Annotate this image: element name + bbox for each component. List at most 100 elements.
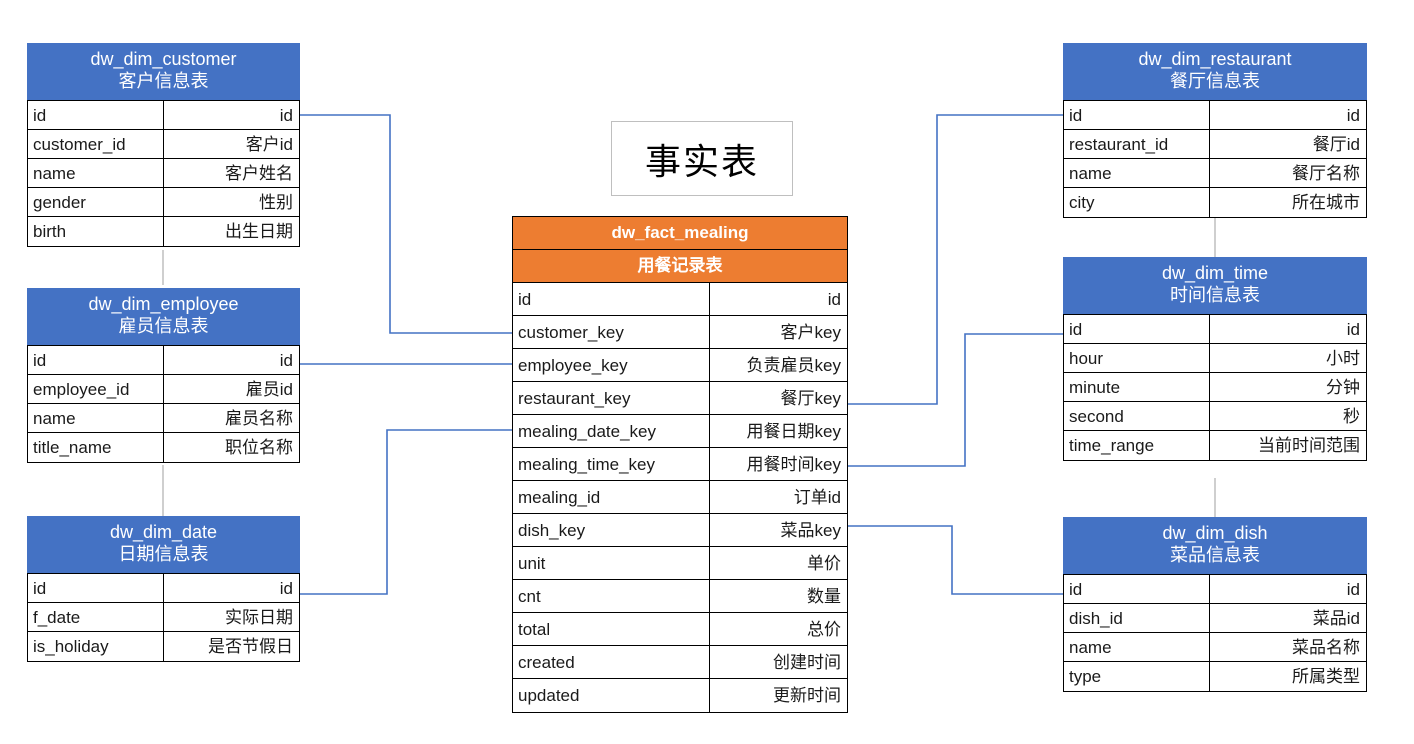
- field-desc: 创建时间: [773, 653, 841, 672]
- table-row[interactable]: mealing_date_key 用餐日期key: [513, 415, 847, 448]
- table-header-dw-dim-employee: dw_dim_employee 雇员信息表: [27, 288, 300, 345]
- table-row[interactable]: f_date 实际日期: [28, 603, 299, 632]
- field-desc: 分钟: [1326, 378, 1360, 397]
- field-desc: 小时: [1326, 349, 1360, 368]
- table-name: dw_dim_restaurant: [1138, 49, 1292, 70]
- table-row[interactable]: name 餐厅名称: [1064, 159, 1366, 188]
- field-desc: 雇员id: [245, 380, 293, 399]
- field-name: cnt: [513, 580, 710, 612]
- table-row[interactable]: hour 小时: [1064, 344, 1366, 373]
- table-body: id id restaurant_id 餐厅id name 餐厅名称 city …: [1063, 100, 1367, 218]
- table-row[interactable]: minute 分钟: [1064, 373, 1366, 402]
- table-row[interactable]: restaurant_id 餐厅id: [1064, 130, 1366, 159]
- table-name: dw_dim_customer: [90, 49, 237, 70]
- field-name: restaurant_key: [513, 382, 710, 414]
- field-desc: 出生日期: [225, 222, 293, 241]
- field-name: f_date: [28, 603, 164, 631]
- field-name: title_name: [28, 433, 164, 462]
- table-row[interactable]: is_holiday 是否节假日: [28, 632, 299, 661]
- table-row[interactable]: title_name 职位名称: [28, 433, 299, 462]
- field-desc: 是否节假日: [208, 637, 293, 656]
- table-cn-name: 客户信息表: [118, 71, 209, 91]
- field-name: dish_key: [513, 514, 710, 546]
- field-desc: 当前时间范围: [1258, 436, 1360, 455]
- field-desc: id: [279, 106, 293, 125]
- field-name: type: [1064, 662, 1210, 691]
- link-time-to-fact: [848, 333, 1063, 467]
- table-dw-dim-employee[interactable]: dw_dim_employee 雇员信息表 id id employee_id …: [27, 288, 300, 463]
- table-row[interactable]: mealing_time_key 用餐时间key: [513, 448, 847, 481]
- table-body: id id dish_id 菜品id name 菜品名称 type 所属类型: [1063, 574, 1367, 692]
- table-row[interactable]: total 总价: [513, 613, 847, 646]
- table-row[interactable]: name 雇员名称: [28, 404, 299, 433]
- field-desc: id: [1346, 320, 1360, 339]
- table-row[interactable]: id id: [28, 574, 299, 603]
- field-name: id: [28, 574, 164, 602]
- table-dw-dim-restaurant[interactable]: dw_dim_restaurant 餐厅信息表 id id restaurant…: [1063, 43, 1367, 218]
- table-row[interactable]: city 所在城市: [1064, 188, 1366, 217]
- table-row[interactable]: updated 更新时间: [513, 679, 847, 712]
- field-name: name: [1064, 633, 1210, 661]
- table-row[interactable]: name 客户姓名: [28, 159, 299, 188]
- table-name: dw_dim_employee: [88, 294, 239, 315]
- field-desc: 职位名称: [225, 438, 293, 457]
- table-row[interactable]: cnt 数量: [513, 580, 847, 613]
- table-dw-dim-dish[interactable]: dw_dim_dish 菜品信息表 id id dish_id 菜品id nam…: [1063, 517, 1367, 692]
- table-row[interactable]: id id: [1064, 575, 1366, 604]
- field-desc: 更新时间: [773, 686, 841, 705]
- table-body: id id hour 小时 minute 分钟 second 秒 time_ra…: [1063, 314, 1367, 461]
- table-dw-dim-customer[interactable]: dw_dim_customer 客户信息表 id id customer_id …: [27, 43, 300, 247]
- table-row[interactable]: name 菜品名称: [1064, 633, 1366, 662]
- field-name: id: [1064, 315, 1210, 343]
- field-desc: 菜品key: [780, 521, 841, 540]
- table-row[interactable]: id id: [28, 346, 299, 375]
- field-name: birth: [28, 217, 164, 246]
- field-desc: 性别: [259, 193, 293, 212]
- field-desc: 订单id: [793, 488, 841, 507]
- table-row[interactable]: unit 单价: [513, 547, 847, 580]
- table-row[interactable]: customer_key 客户key: [513, 316, 847, 349]
- table-dw-fact-mealing[interactable]: dw_fact_mealing 用餐记录表 id id customer_key…: [512, 216, 848, 713]
- field-name: minute: [1064, 373, 1210, 401]
- table-name: dw_fact_mealing: [512, 216, 848, 249]
- table-row[interactable]: employee_id 雇员id: [28, 375, 299, 404]
- table-row[interactable]: id id: [28, 101, 299, 130]
- field-name: hour: [1064, 344, 1210, 372]
- link-dish-to-fact: [848, 525, 1063, 595]
- table-cn-name: 雇员信息表: [118, 316, 209, 336]
- table-row[interactable]: id id: [513, 283, 847, 316]
- table-cn-name: 日期信息表: [118, 544, 209, 564]
- field-name: name: [28, 404, 164, 432]
- field-desc: id: [1346, 580, 1360, 599]
- field-name: mealing_id: [513, 481, 710, 513]
- table-row[interactable]: mealing_id 订单id: [513, 481, 847, 514]
- link-date-to-fact: [300, 429, 512, 595]
- table-row[interactable]: id id: [1064, 101, 1366, 130]
- table-row[interactable]: gender 性别: [28, 188, 299, 217]
- table-row[interactable]: time_range 当前时间范围: [1064, 431, 1366, 460]
- field-desc: id: [279, 579, 293, 598]
- table-row[interactable]: employee_key 负责雇员key: [513, 349, 847, 382]
- field-name: customer_id: [28, 130, 164, 158]
- table-dw-dim-time[interactable]: dw_dim_time 时间信息表 id id hour 小时 minute 分…: [1063, 257, 1367, 461]
- field-name: created: [513, 646, 710, 678]
- table-row[interactable]: customer_id 客户id: [28, 130, 299, 159]
- field-name: id: [513, 283, 710, 315]
- table-row[interactable]: type 所属类型: [1064, 662, 1366, 691]
- table-row[interactable]: created 创建时间: [513, 646, 847, 679]
- field-name: is_holiday: [28, 632, 164, 661]
- table-dw-dim-date[interactable]: dw_dim_date 日期信息表 id id f_date 实际日期 is_h…: [27, 516, 300, 662]
- field-desc: 总价: [807, 620, 841, 639]
- link-customer-to-fact: [300, 114, 512, 334]
- table-row[interactable]: id id: [1064, 315, 1366, 344]
- field-desc: id: [1346, 106, 1360, 125]
- table-row[interactable]: dish_id 菜品id: [1064, 604, 1366, 633]
- table-body: id id employee_id 雇员id name 雇员名称 title_n…: [27, 345, 300, 463]
- table-row[interactable]: restaurant_key 餐厅key: [513, 382, 847, 415]
- table-header-dw-dim-customer: dw_dim_customer 客户信息表: [27, 43, 300, 100]
- table-row[interactable]: second 秒: [1064, 402, 1366, 431]
- field-name: time_range: [1064, 431, 1210, 460]
- field-name: second: [1064, 402, 1210, 430]
- table-row[interactable]: birth 出生日期: [28, 217, 299, 246]
- table-row[interactable]: dish_key 菜品key: [513, 514, 847, 547]
